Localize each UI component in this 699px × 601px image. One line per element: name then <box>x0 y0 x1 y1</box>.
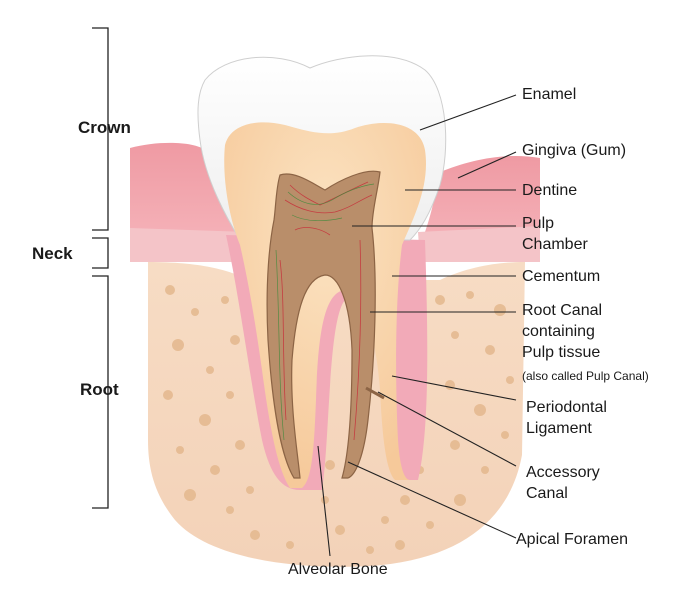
apical-foramen-label: Apical Foramen <box>516 531 629 548</box>
section-brackets <box>92 27 109 509</box>
gingiva-label: Gingiva (Gum) <box>522 142 627 159</box>
root-canal-label-line3: Pulp tissue <box>522 344 601 361</box>
apical-foramen-leader <box>347 461 517 539</box>
gum-lower-band-right <box>418 226 540 262</box>
enamel-leader <box>419 94 517 131</box>
root-bracket <box>92 275 109 509</box>
neck-label: Neck <box>32 244 73 263</box>
root-canal-note: (also called Pulp Canal) <box>522 369 649 383</box>
gingiva-leader <box>457 151 517 179</box>
periodontal-leader <box>391 375 517 401</box>
cementum-label: Cementum <box>522 268 601 285</box>
accessory-label-line1: Accessory <box>526 464 600 481</box>
periodontal-label-line1: Periodontal <box>526 399 607 416</box>
leader-lines <box>317 94 517 557</box>
enamel-label: Enamel <box>522 86 577 103</box>
alveolar-bone-shape <box>148 262 525 567</box>
pulp-nerves <box>275 183 375 441</box>
accessory-label-line2: Canal <box>526 485 568 502</box>
crown-bracket <box>92 27 109 231</box>
crown-label: Crown <box>78 118 131 137</box>
alveolar-bone-leader <box>317 445 331 557</box>
root-canal-label-line2: containing <box>522 323 595 340</box>
root-label: Root <box>80 380 119 399</box>
accessory-leader <box>377 391 517 467</box>
neck-bracket <box>92 237 109 269</box>
periodontal-label-line2: Ligament <box>526 420 592 437</box>
root-canal-label-line1: Root Canal <box>522 302 603 319</box>
accessory-canal-shape <box>365 386 385 400</box>
pulp-shape <box>266 170 381 479</box>
pulp-chamber-label-line1: Pulp <box>522 215 555 232</box>
dentine-label: Dentine <box>522 182 578 199</box>
gum-lower-band <box>130 228 250 262</box>
alveolar-bone-label: Alveolar Bone <box>288 561 388 578</box>
pulp-vessels <box>279 181 373 441</box>
pulp-chamber-label-line2: Chamber <box>522 236 588 253</box>
